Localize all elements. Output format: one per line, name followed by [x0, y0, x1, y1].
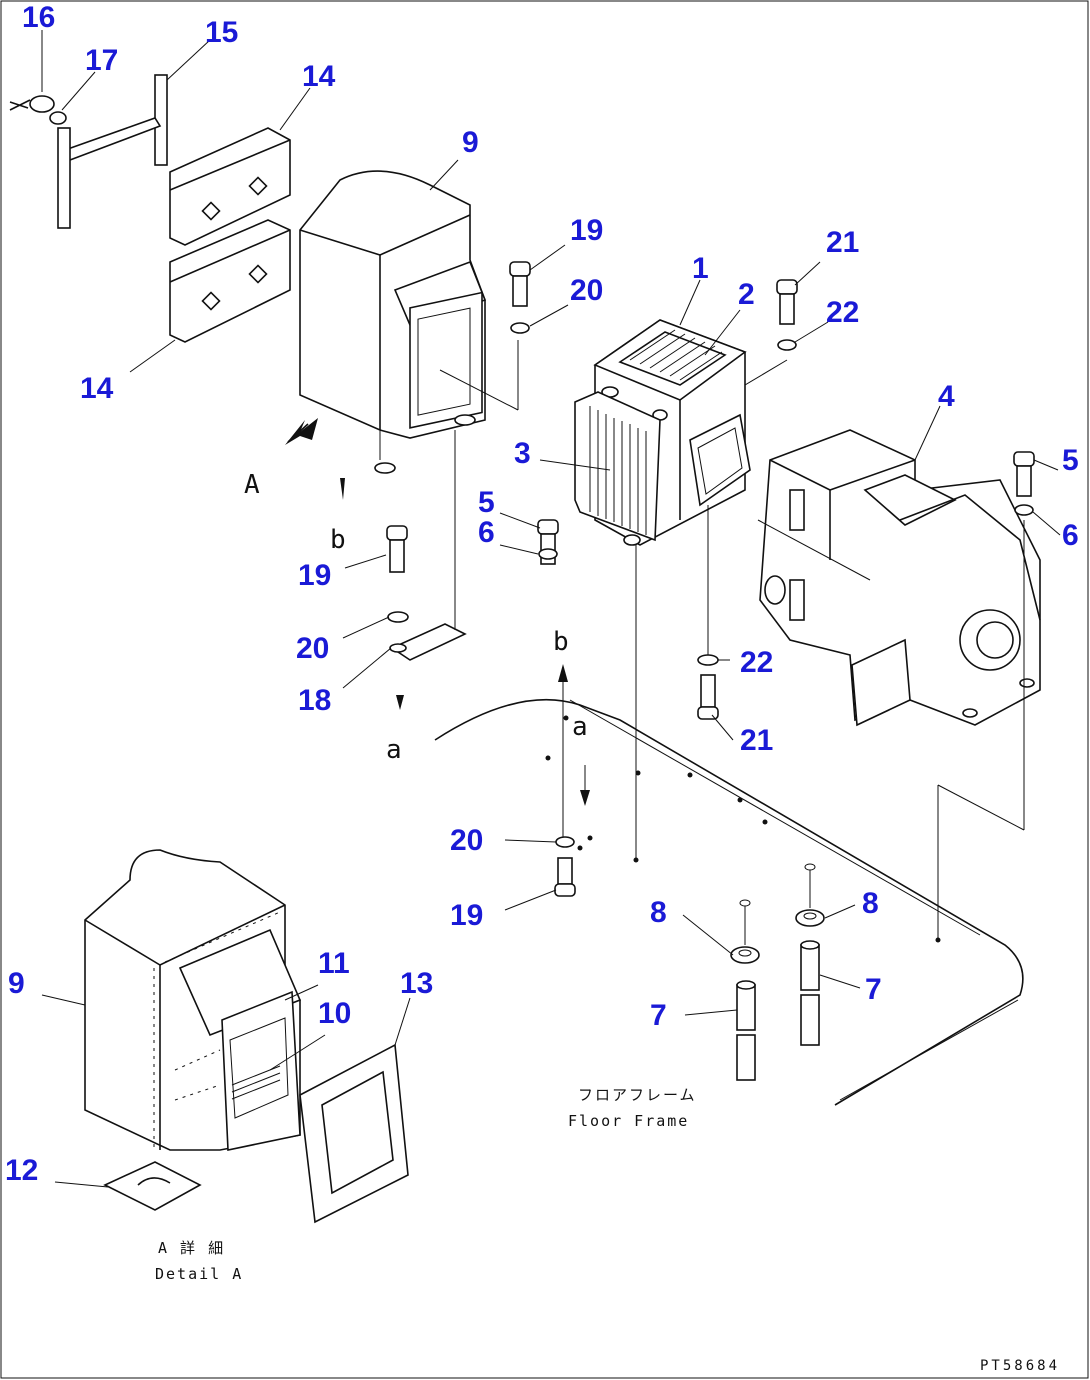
callout-8-right: 8 — [862, 887, 879, 920]
callout-6-mid: 6 — [478, 516, 495, 549]
callout-20-floor: 20 — [450, 824, 483, 857]
callout-20-top: 20 — [570, 274, 603, 307]
gasket-frame-part-13 — [299, 1043, 409, 1224]
callout-18: 18 — [298, 684, 331, 717]
heater-core-part-3 — [574, 391, 661, 546]
callout-19-floor: 19 — [450, 899, 483, 932]
heater-grille-part-2 — [618, 331, 727, 386]
view-letter-a-frame: a — [386, 735, 402, 765]
bolt-set-right — [1013, 451, 1035, 830]
bracket-arm — [63, 117, 162, 162]
pipe-left-part-7 — [730, 899, 760, 1081]
bolt-set-middle — [537, 519, 559, 565]
floor-frame-caption-en: Floor Frame — [568, 1112, 689, 1130]
callout-15: 15 — [205, 16, 238, 49]
floor-frame — [434, 545, 1025, 1106]
callout-12: 12 — [5, 1154, 38, 1187]
callout-21-bottom: 21 — [740, 724, 773, 757]
callout-4: 4 — [938, 380, 955, 413]
view-letter-A: A — [244, 470, 260, 500]
callout-2: 2 — [738, 278, 755, 311]
drawing-number: PT58684 — [980, 1358, 1060, 1374]
clamp-plate-lower-part-14 — [169, 219, 291, 343]
view-arrow-a — [285, 418, 318, 445]
callout-3: 3 — [514, 437, 531, 470]
leader-lines — [41, 30, 1061, 1188]
bolt-set-lower-right — [697, 505, 719, 720]
callout-5-right: 5 — [1062, 444, 1079, 477]
callout-7-left: 7 — [650, 999, 667, 1032]
view-letter-a-down: a — [572, 712, 588, 742]
callout-10: 10 — [318, 997, 351, 1030]
bracket-assembly — [9, 74, 291, 343]
callout-8-left: 8 — [650, 896, 667, 929]
callout-22-bottom: 22 — [740, 646, 773, 679]
callout-19-left: 19 — [298, 559, 331, 592]
cover-plate-part-12 — [103, 1161, 202, 1211]
callout-5-mid: 5 — [478, 486, 495, 519]
detail-a-caption-jp: A 詳 細 — [158, 1239, 225, 1257]
clamp-plate-upper-part-14 — [169, 127, 291, 246]
callout-7-right: 7 — [865, 973, 882, 1006]
bolt-set-upper — [439, 261, 531, 411]
bracket-post — [57, 127, 71, 229]
callout-21-top: 21 — [826, 226, 859, 259]
callout-9-detail: 9 — [8, 967, 25, 1000]
pipe-right-part-7 — [795, 863, 825, 1046]
callout-17: 17 — [85, 44, 118, 77]
callout-22-top: 22 — [826, 296, 859, 329]
bolt-set-floor — [554, 836, 576, 897]
callout-9-top: 9 — [462, 126, 479, 159]
detail-a-caption-en: Detail A — [155, 1265, 243, 1283]
wing-nut-part-16 — [29, 95, 55, 113]
callout-14-bottom: 14 — [80, 372, 114, 405]
callout-13: 13 — [400, 967, 433, 1000]
filter-part-10 — [221, 990, 301, 1151]
callout-11: 11 — [318, 947, 350, 980]
view-letter-b-up: b — [553, 627, 569, 657]
callout-20-left: 20 — [296, 632, 329, 665]
callout-labels: 16 17 15 14 14 9 19 20 1 2 3 21 22 4 5 6… — [5, 1, 1079, 1187]
floor-frame-caption-jp: フロアフレーム — [578, 1086, 697, 1104]
callout-1: 1 — [692, 252, 709, 285]
callout-19-top: 19 — [570, 214, 603, 247]
callout-16: 16 — [22, 1, 55, 34]
detail-a-housing-part-9 — [84, 849, 302, 1151]
callout-14-top: 14 — [302, 60, 336, 93]
view-letter-b-bolt: b — [330, 525, 346, 555]
bolt-set-left — [386, 525, 467, 661]
callout-6-right: 6 — [1062, 519, 1079, 552]
blower-motor-part-4 — [757, 429, 1041, 727]
filter-housing-part-9 — [299, 170, 487, 600]
bolt-set-upper-right — [744, 279, 798, 386]
washer-part-17 — [49, 111, 67, 125]
